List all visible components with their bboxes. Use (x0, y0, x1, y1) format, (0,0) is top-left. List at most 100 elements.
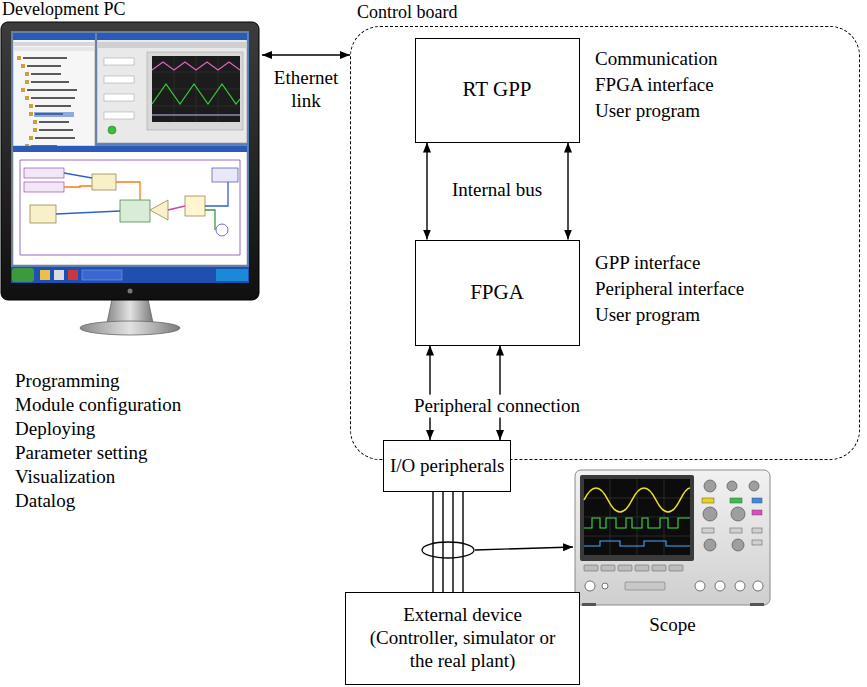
monitor-illustration-part-part (25, 80, 29, 84)
oscilloscope-illustration-part-part (752, 528, 762, 533)
monitor-illustration-part (216, 269, 248, 281)
monitor-illustration-part (82, 270, 122, 280)
monitor-illustration-part-part (35, 137, 75, 139)
device-box: External device (Controller, simulator o… (345, 592, 580, 685)
oscilloscope-illustration (575, 470, 770, 606)
monitor-illustration-part (14, 42, 94, 46)
monitor-illustration-part-part (31, 73, 61, 75)
oscilloscope-illustration-part-part (735, 581, 745, 591)
oscilloscope-illustration-part (584, 565, 683, 571)
oscilloscope-illustration-part-part (637, 479, 638, 555)
signal-wire (442, 492, 443, 592)
probe-bundle-part (422, 542, 474, 558)
probe-bundle-part (475, 547, 573, 550)
node-label: External device (Controller, simulator o… (360, 604, 565, 672)
oscilloscope-illustration-part (584, 479, 690, 555)
oscilloscope-illustration-part-part (652, 565, 666, 571)
monitor-illustration-part (152, 115, 240, 116)
oscilloscope-illustration-part-part (730, 498, 742, 503)
monitor-illustration-part (20, 160, 240, 255)
oscilloscope-illustration-part (584, 479, 690, 555)
monitor-node: Development PC (0, 22, 262, 337)
role-item: Peripheral interface (595, 278, 744, 301)
oscilloscope-illustration-part (584, 488, 690, 512)
oscilloscope-illustration-part (584, 541, 690, 546)
monitor-illustration-part (24, 168, 64, 178)
monitor-illustration-part-part (20, 160, 240, 255)
oscilloscope-illustration-part-part (602, 583, 608, 589)
oscilloscope-illustration-part-part (585, 581, 595, 591)
monitor-illustration-part-part (174, 56, 175, 122)
node-label: FPGA (470, 280, 524, 305)
monitor-illustration-part-part (27, 65, 61, 67)
double-arrow (426, 143, 427, 240)
double-arrow (499, 346, 500, 441)
monitor-illustration-part (68, 270, 78, 280)
monitor-illustration-part (216, 224, 228, 236)
function-item: Module configuration (15, 394, 181, 417)
oscilloscope-illustration-part (703, 480, 759, 551)
role-item: User program (595, 100, 700, 123)
monitor-illustration-part (40, 270, 50, 280)
monitor-illustration-part (12, 268, 34, 282)
function-item: Programming (15, 370, 120, 393)
oscilloscope-illustration-part-part (703, 507, 717, 521)
monitor-illustration-part (152, 62, 240, 70)
probe-bundle (422, 542, 573, 558)
monitor-illustration-part-part (104, 112, 134, 119)
oscilloscope-illustration-part-part (664, 479, 665, 555)
monitor-illustration-part-part (33, 128, 37, 132)
monitor-illustration-part-part (64, 186, 92, 187)
oscilloscope-illustration-part-part (669, 565, 683, 571)
double-arrow (429, 346, 430, 441)
oscilloscope-illustration-part-part (727, 481, 737, 491)
connector-label: Ethernet link (263, 67, 349, 113)
monitor-illustration-part-part (39, 121, 69, 123)
monitor-illustration-part-part (116, 182, 140, 200)
monitor-illustration-part-part (168, 206, 185, 210)
process-box: RT GPP (415, 38, 580, 143)
oscilloscope-illustration-part-part (601, 565, 615, 571)
function-item: Datalog (15, 490, 75, 513)
oscilloscope-illustration-part-part (752, 540, 762, 545)
monitor-illustration-part (212, 168, 238, 182)
monitor-illustration-part (80, 321, 180, 335)
monitor-illustration-part-part (29, 136, 33, 140)
oscilloscope-illustration-part-part (702, 528, 714, 533)
monitor-illustration-part (13, 146, 247, 265)
monitor-illustration-part-part (205, 210, 215, 230)
role-item: GPP interface (595, 252, 700, 275)
node-label: I/O peripherals (390, 455, 504, 478)
monitor-illustration-part (97, 33, 247, 143)
monitor-illustration-part-part (104, 94, 134, 101)
monitor-illustration-part-part (56, 211, 120, 214)
monitor-illustration-part (13, 33, 95, 40)
monitor-illustration-part-part (31, 81, 69, 83)
monitor-illustration-part-part (27, 89, 77, 91)
monitor-illustration-part-part (25, 72, 29, 76)
oscilloscope-illustration-part-part (753, 581, 763, 591)
oscilloscope-illustration-part-part (635, 565, 649, 571)
monitor-illustration-part (98, 42, 246, 48)
monitor-illustration-part-part (33, 120, 37, 124)
monitor-illustration-part (11, 31, 249, 283)
monitor-illustration-part (54, 270, 64, 280)
oscilloscope-illustration-part-part (702, 498, 714, 503)
node-heading: Control board (357, 2, 458, 24)
double-arrow (262, 54, 350, 55)
monitor-illustration-part (34, 112, 74, 117)
connector-label: Peripheral connection (411, 395, 583, 418)
node-label: RT GPP (463, 77, 532, 102)
process-box: I/O peripherals (383, 440, 511, 492)
oscilloscope-illustration-part-part (732, 539, 744, 551)
monitor-illustration-part (128, 289, 133, 294)
monitor-illustration-part-part (29, 104, 33, 108)
monitor-illustration-part (104, 58, 134, 119)
node-heading: Scope (575, 614, 770, 637)
oscilloscope-illustration-part-part (610, 479, 611, 555)
monitor-illustration (1, 22, 259, 335)
monitor-illustration-part-part (39, 129, 73, 131)
monitor-illustration-part-part (21, 88, 25, 92)
oscilloscope-illustration-part (625, 582, 665, 590)
